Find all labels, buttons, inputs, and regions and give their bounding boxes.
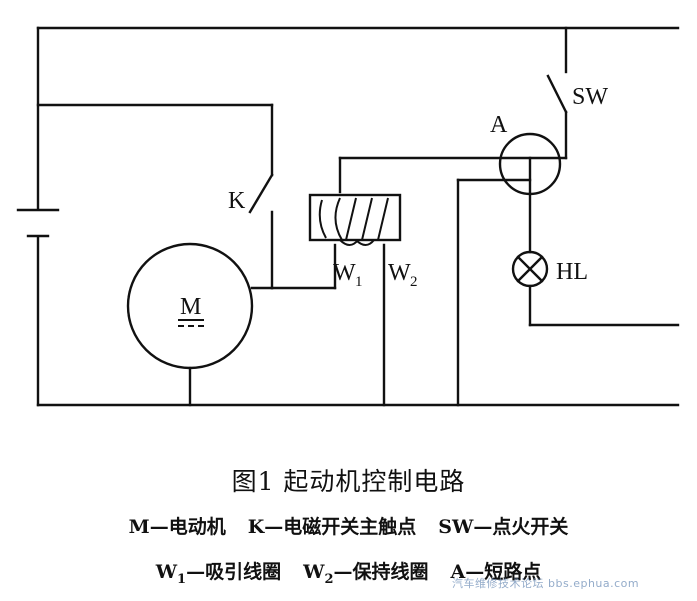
- legend-sw-key: SW: [438, 516, 474, 538]
- site-watermark: 汽车维修技术论坛 bbs.ephua.com: [452, 577, 640, 590]
- legend-w1-desc: —吸引线圈: [186, 561, 282, 583]
- legend-w2-key: W: [303, 561, 325, 583]
- lamp-hl-symbol: [511, 250, 549, 288]
- legend-w2-desc: —保持线圈: [333, 561, 429, 583]
- solenoid-coil: [308, 193, 402, 246]
- coil-loops: [339, 239, 375, 246]
- legend-a-desc: —短路点: [465, 561, 542, 583]
- legend-k-desc: —电磁开关主触点: [264, 516, 417, 538]
- label-hl: HL: [556, 259, 588, 285]
- legend-w1-key: W: [155, 561, 178, 583]
- switch-sw-blade: [546, 74, 568, 114]
- circuit-wires: [36, 26, 680, 407]
- legend-w2-sub: 2: [324, 571, 334, 587]
- label-w2-sub: 2: [410, 274, 418, 290]
- lamp-cross-2: [516, 255, 544, 283]
- legend-w1-sub: 1: [177, 571, 187, 587]
- legend-k-key: K: [247, 516, 265, 538]
- battery-symbol: [16, 208, 60, 238]
- motor-circle: [126, 242, 254, 370]
- legend-a-key: A: [450, 561, 466, 583]
- label-a: A: [490, 112, 508, 138]
- solenoid-body: [308, 193, 402, 242]
- label-w1-sub: 1: [355, 274, 363, 290]
- switch-k-symbol: [248, 173, 274, 214]
- legend-m-key: M: [128, 516, 150, 538]
- switch-sw-symbol: [546, 74, 568, 114]
- motor-symbol: M: [126, 242, 254, 370]
- figure-caption-title: 图1 起动机控制电路: [231, 467, 466, 496]
- legend-sw-desc: —点火开关: [473, 516, 569, 538]
- coil-windings: [318, 197, 389, 241]
- label-sw: SW: [572, 84, 608, 110]
- label-k: K: [228, 188, 246, 214]
- legend-m-desc: —电动机: [149, 516, 226, 538]
- point-a-symbol: [498, 132, 562, 196]
- point-a-circle: [498, 132, 562, 196]
- label-w1: W: [333, 260, 356, 286]
- motor-label: M: [180, 294, 201, 320]
- lamp-circle: [511, 250, 549, 288]
- starter-control-circuit-diagram: M K SW A HL W 1 W 2: [16, 26, 680, 407]
- label-w2: W: [388, 260, 411, 286]
- legend-line-1: M—电动机 K—电磁开关主触点 SW—点火开关: [0, 512, 697, 539]
- switch-k-blade: [248, 173, 274, 214]
